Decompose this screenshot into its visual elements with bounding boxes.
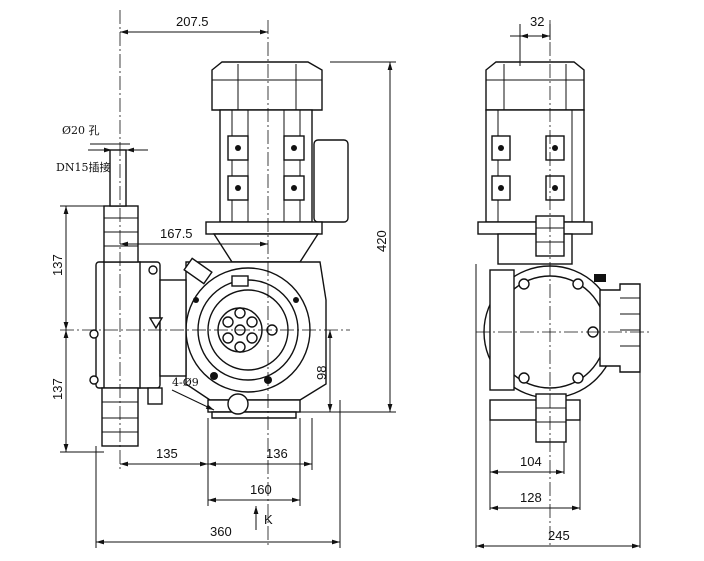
side-adjust-knob: [599, 283, 641, 373]
dim-136: 136: [266, 446, 288, 461]
front-view: [60, 10, 350, 548]
dim-104: 104: [520, 454, 542, 469]
dim-360: 360: [210, 524, 232, 539]
top-fitting: [231, 275, 249, 287]
motor-flange: [205, 221, 323, 235]
dim-245: 245: [548, 528, 570, 543]
side-motor-fan-cover: [485, 61, 585, 111]
pump-base: [207, 399, 301, 413]
side-view: [476, 20, 650, 548]
motor-body: [219, 109, 313, 223]
terminal-box: [313, 139, 349, 223]
dim-207-5: 207.5: [176, 14, 209, 29]
dim-420: 420: [374, 230, 389, 252]
motor-fan-cover: [211, 61, 323, 111]
dim-137-upper: 137: [50, 254, 65, 276]
dim-137-lower: 137: [50, 378, 65, 400]
adjust-knob: [183, 257, 213, 285]
dim-135: 135: [156, 446, 178, 461]
hole-note: Ø20 孔: [62, 124, 100, 137]
dim-160: 160: [250, 482, 272, 497]
dim-98: 98: [314, 366, 329, 380]
side-suction-valve: [535, 393, 567, 443]
dim-32: 32: [530, 14, 544, 29]
view-k-label: K: [264, 512, 273, 527]
front-dimensions: 207.5 Ø20 孔 DN15插接 167.5 420 137 137 98 …: [50, 14, 396, 548]
mounting-holes-note: 4-Ø9: [172, 376, 199, 389]
dim-128: 128: [520, 490, 542, 505]
connector-note: DN15插接: [56, 160, 110, 174]
side-dimensions: 32 104 128 245: [475, 14, 641, 549]
side-gear-housing: [489, 269, 515, 391]
side-motor-body: [485, 109, 585, 223]
discharge-valve: [103, 205, 139, 263]
dim-167-5: 167.5: [160, 226, 193, 241]
